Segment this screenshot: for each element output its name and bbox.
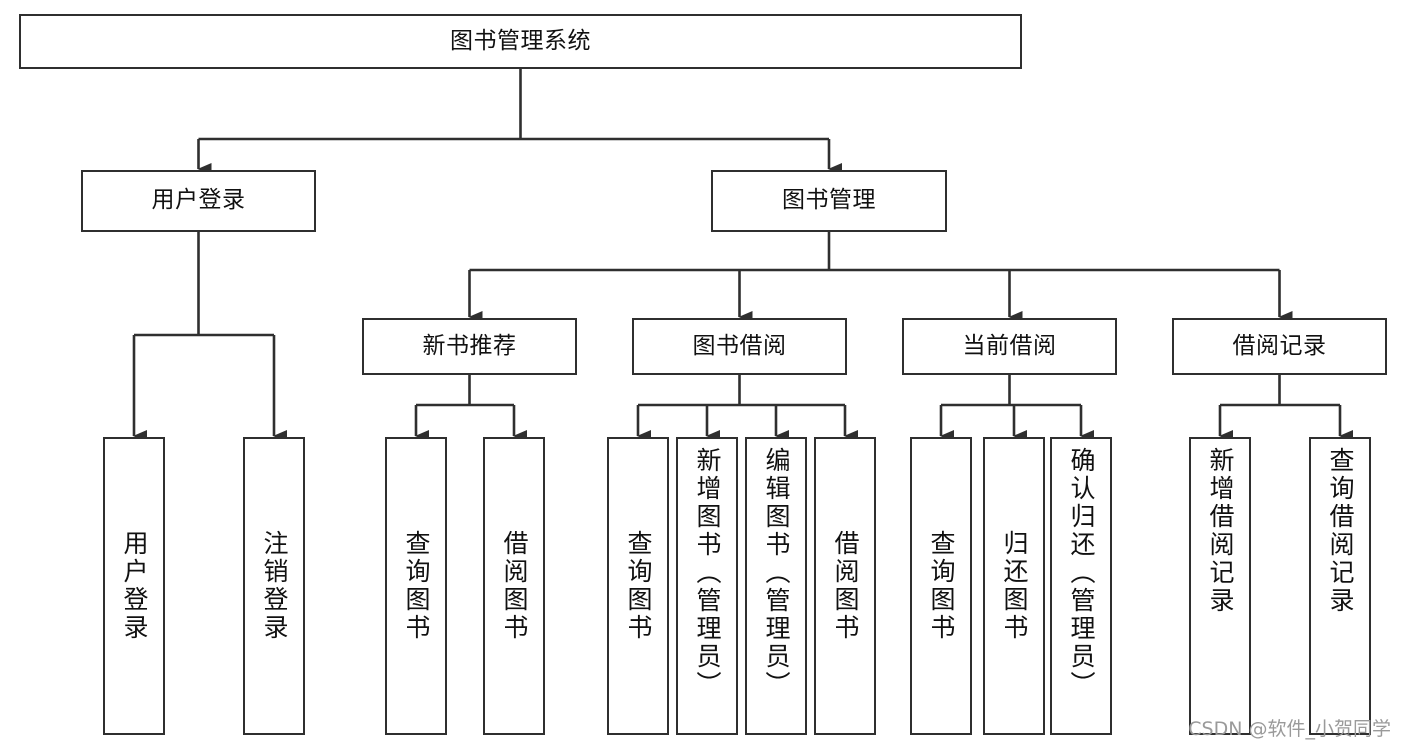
node-label: 图书管理系统 [450, 27, 591, 54]
node-label: 图书管理 [782, 187, 876, 214]
node-label: 查询图书 [624, 530, 653, 642]
node-root[interactable]: 图书管理系统 [19, 14, 1022, 69]
node-label: 借阅记录 [1232, 332, 1327, 359]
node-label: 新增图书（管理员） [693, 447, 722, 699]
node-l_confirm[interactable]: 确认归还（管理员） [1050, 437, 1112, 735]
node-l_qbook2[interactable]: 查询图书 [607, 437, 669, 735]
node-borrow[interactable]: 图书借阅 [632, 318, 847, 375]
node-label: 确认归还（管理员） [1067, 447, 1096, 699]
node-l_bbook1[interactable]: 借阅图书 [483, 437, 545, 735]
node-l_qrec[interactable]: 查询借阅记录 [1309, 437, 1371, 735]
node-l_qbook1[interactable]: 查询图书 [385, 437, 447, 735]
node-label: 用户登录 [151, 187, 246, 214]
node-l_editbook[interactable]: 编辑图书（管理员） [745, 437, 807, 735]
node-label: 当前借阅 [962, 332, 1057, 359]
node-l_login[interactable]: 用户登录 [103, 437, 165, 735]
node-bookmgmt[interactable]: 图书管理 [711, 170, 947, 232]
node-label: 查询图书 [927, 530, 956, 642]
node-label: 编辑图书（管理员） [762, 447, 791, 699]
node-label: 注销登录 [260, 530, 289, 642]
node-label: 新书推荐 [422, 332, 517, 359]
node-l_bbook2[interactable]: 借阅图书 [814, 437, 876, 735]
node-label: 新增借阅记录 [1206, 447, 1235, 615]
node-label: 归还图书 [1000, 530, 1029, 642]
node-label: 借阅图书 [831, 530, 860, 642]
node-login[interactable]: 用户登录 [81, 170, 316, 232]
node-label: 借阅图书 [500, 530, 529, 642]
node-records[interactable]: 借阅记录 [1172, 318, 1387, 375]
node-label: 用户登录 [120, 530, 149, 642]
node-l_addbook[interactable]: 新增图书（管理员） [676, 437, 738, 735]
node-label: 图书借阅 [692, 332, 787, 359]
node-label: 查询图书 [402, 530, 431, 642]
node-label: 查询借阅记录 [1326, 447, 1355, 615]
watermark: CSDN @软件_小贺同学 [1188, 718, 1391, 740]
node-newbook[interactable]: 新书推荐 [362, 318, 577, 375]
node-l_qbook3[interactable]: 查询图书 [910, 437, 972, 735]
node-current[interactable]: 当前借阅 [902, 318, 1117, 375]
node-l_logout[interactable]: 注销登录 [243, 437, 305, 735]
node-l_addrec[interactable]: 新增借阅记录 [1189, 437, 1251, 735]
node-l_return[interactable]: 归还图书 [983, 437, 1045, 735]
